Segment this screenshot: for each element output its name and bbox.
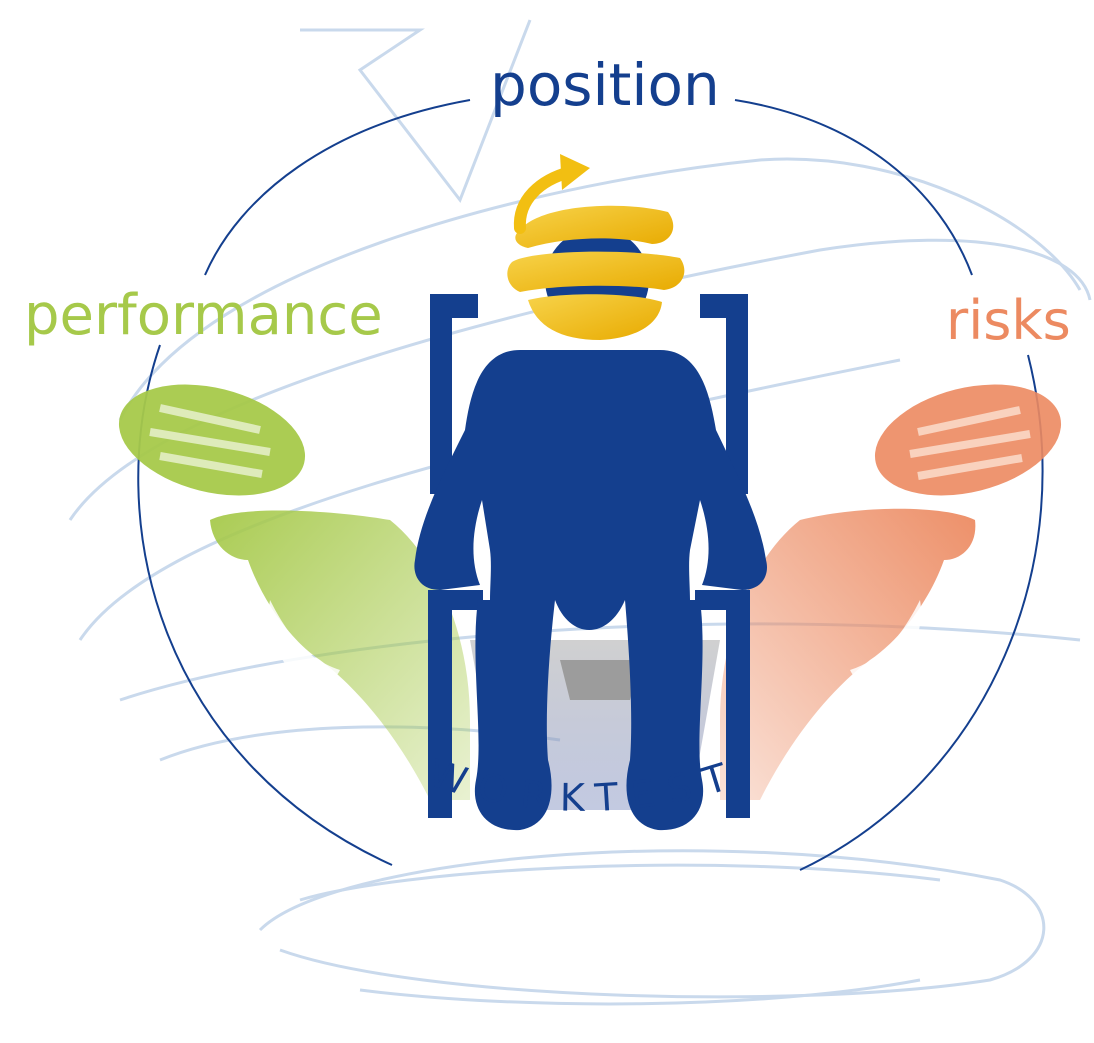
risks-label: risks — [946, 289, 1071, 352]
swirl-head — [507, 154, 685, 340]
risks-ghost-figure — [720, 384, 1062, 800]
performance-ghost-figure — [118, 384, 470, 800]
seated-person — [414, 350, 767, 831]
chair-frame — [428, 294, 750, 818]
position-label: position — [490, 51, 720, 119]
performance-label: performance — [24, 283, 383, 348]
